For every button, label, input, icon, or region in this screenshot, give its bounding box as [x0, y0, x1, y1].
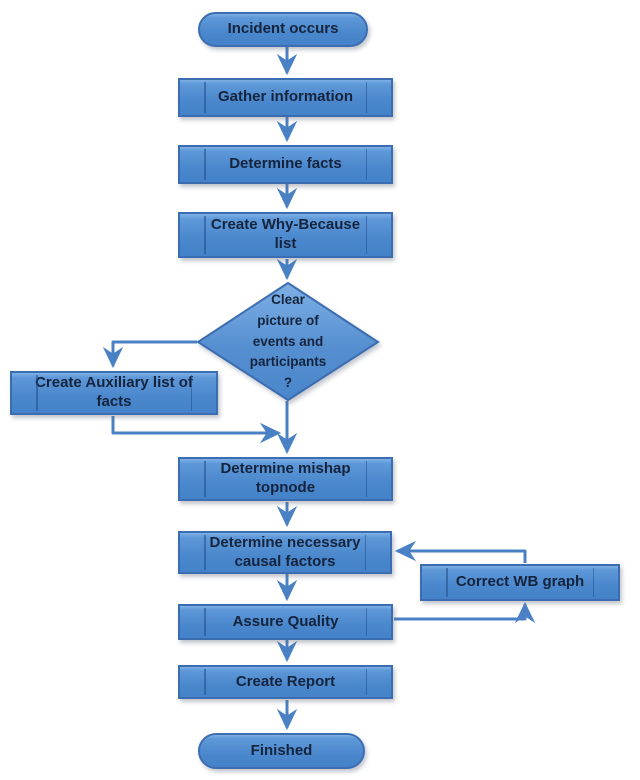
- node-determine-mishap-topnode: Determine mishap topnode: [178, 457, 393, 501]
- edge-decision-aux: [102, 340, 197, 369]
- node-label: Correct WB graph: [455, 573, 585, 591]
- node-assure-quality: Assure Quality: [178, 604, 393, 640]
- node-finish: Finished: [198, 733, 365, 769]
- node-determine-facts: Determine facts: [178, 145, 393, 184]
- node-correct-wb-graph: Correct WB graph: [420, 564, 620, 601]
- node-start: Incident occurs: [198, 12, 368, 47]
- node-label: Incident occurs: [227, 20, 339, 38]
- edge-assure-correct: [394, 601, 536, 624]
- node-label: Determine facts: [229, 155, 342, 173]
- node-label: Create Auxiliary list of facts: [35, 374, 193, 410]
- decision-diamond-shape: [196, 281, 380, 402]
- node-label: Clear picture of events and participants…: [249, 291, 327, 391]
- node-determine-causal-factors: Determine necessary causal factors: [178, 531, 392, 574]
- node-create-report: Create Report: [178, 665, 393, 699]
- node-label: Determine mishap topnode: [220, 460, 351, 496]
- node-label: Determine necessary causal factors: [209, 533, 361, 570]
- node-label: Create Why-Because list: [210, 216, 361, 252]
- node-create-auxiliary-list: Create Auxiliary list of facts: [10, 371, 218, 415]
- node-gather-information: Gather information: [178, 78, 393, 117]
- node-label: Create Report: [235, 672, 336, 690]
- node-label: Assure Quality: [232, 612, 339, 630]
- node-clear-picture-decision: Clear picture of events and participants…: [228, 288, 348, 396]
- node-create-why-because-list: Create Why-Because list: [178, 212, 393, 258]
- node-label: Gather information: [217, 88, 353, 106]
- edge-correct-causal: [394, 540, 527, 563]
- node-label: Finished: [250, 741, 313, 759]
- edge-aux-join: [111, 416, 282, 444]
